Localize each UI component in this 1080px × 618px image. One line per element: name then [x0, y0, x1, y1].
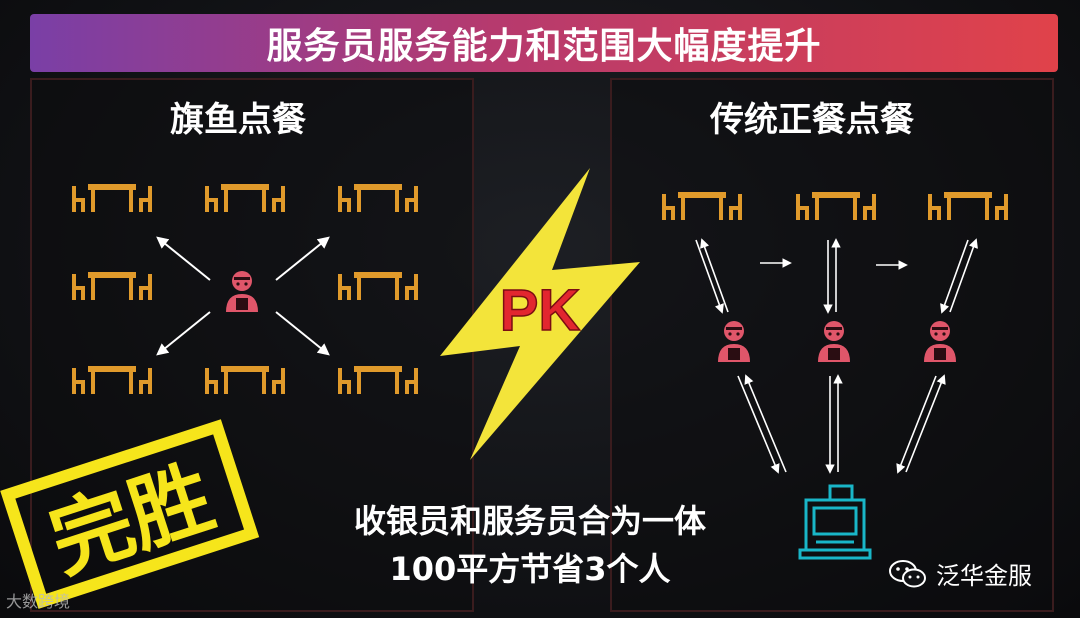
- table-icon: [796, 192, 876, 220]
- waiter-icon: [818, 321, 850, 362]
- waiter-icon: [226, 271, 258, 312]
- lightning-bolt-icon: [440, 168, 640, 460]
- table-icon: [662, 192, 742, 220]
- service-arrows: [156, 236, 330, 356]
- header-banner: 服务员服务能力和范围大幅度提升: [30, 14, 1058, 72]
- watermark: 大数跨境: [6, 592, 71, 611]
- waiter-icon: [924, 321, 956, 362]
- left-panel-title: 旗鱼点餐: [170, 100, 306, 140]
- table-icon: [338, 184, 418, 212]
- wechat-account-name: 泛华金服: [936, 562, 1032, 590]
- table-icon: [338, 272, 418, 300]
- victory-stamp: 完胜: [0, 419, 260, 609]
- table-icon: [928, 192, 1008, 220]
- header-title: 服务员服务能力和范围大幅度提升: [266, 26, 822, 67]
- table-icon: [205, 184, 285, 212]
- wechat-brand: 泛华金服: [888, 556, 1032, 591]
- order-flow-arrows: [695, 238, 978, 474]
- cash-register-icon: [798, 484, 872, 560]
- summary-line-2: 100平方节省3个人: [389, 550, 671, 588]
- table-icon: [72, 184, 152, 212]
- table-icon: [72, 272, 152, 300]
- waiter-icon: [718, 321, 750, 362]
- table-icon: [338, 366, 418, 394]
- table-icon: [72, 366, 152, 394]
- table-icon: [205, 366, 285, 394]
- wechat-icon: [889, 559, 926, 587]
- right-panel-title: 传统正餐点餐: [710, 100, 914, 140]
- summary-line-1: 收银员和服务员合为一体: [353, 502, 706, 540]
- pk-label: PK: [500, 278, 581, 343]
